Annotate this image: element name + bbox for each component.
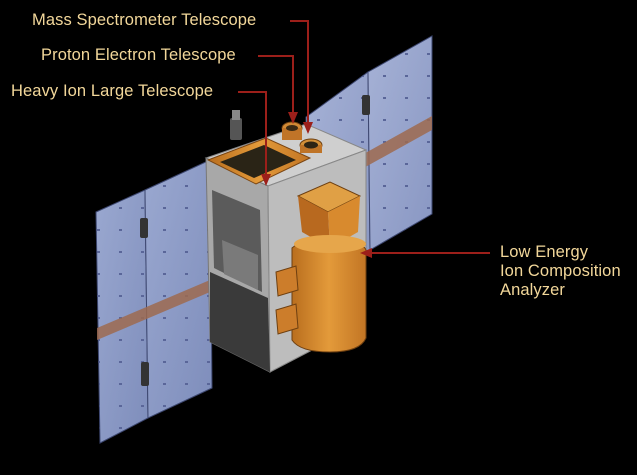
leader-lines — [238, 20, 490, 254]
label-proton-electron-telescope: Proton Electron Telescope — [41, 46, 236, 64]
label-line: Ion Composition — [500, 262, 621, 280]
label-line: Analyzer — [500, 281, 565, 299]
leader-arrowheads — [261, 112, 372, 258]
label-mass-spectrometer-telescope: Mass Spectrometer Telescope — [32, 11, 257, 29]
label-line: Low Energy — [500, 243, 589, 261]
top-telescopes — [281, 121, 323, 153]
solar-panel-left — [95, 159, 213, 444]
label-heavy-ion-large-telescope: Heavy Ion Large Telescope — [11, 82, 214, 100]
low-energy-analyzer — [275, 181, 367, 353]
label-low-energy-ion-composition-analyzer: Low Energy Ion Composition Analyzer — [500, 243, 621, 300]
heavy-ion-telescope — [206, 137, 312, 185]
